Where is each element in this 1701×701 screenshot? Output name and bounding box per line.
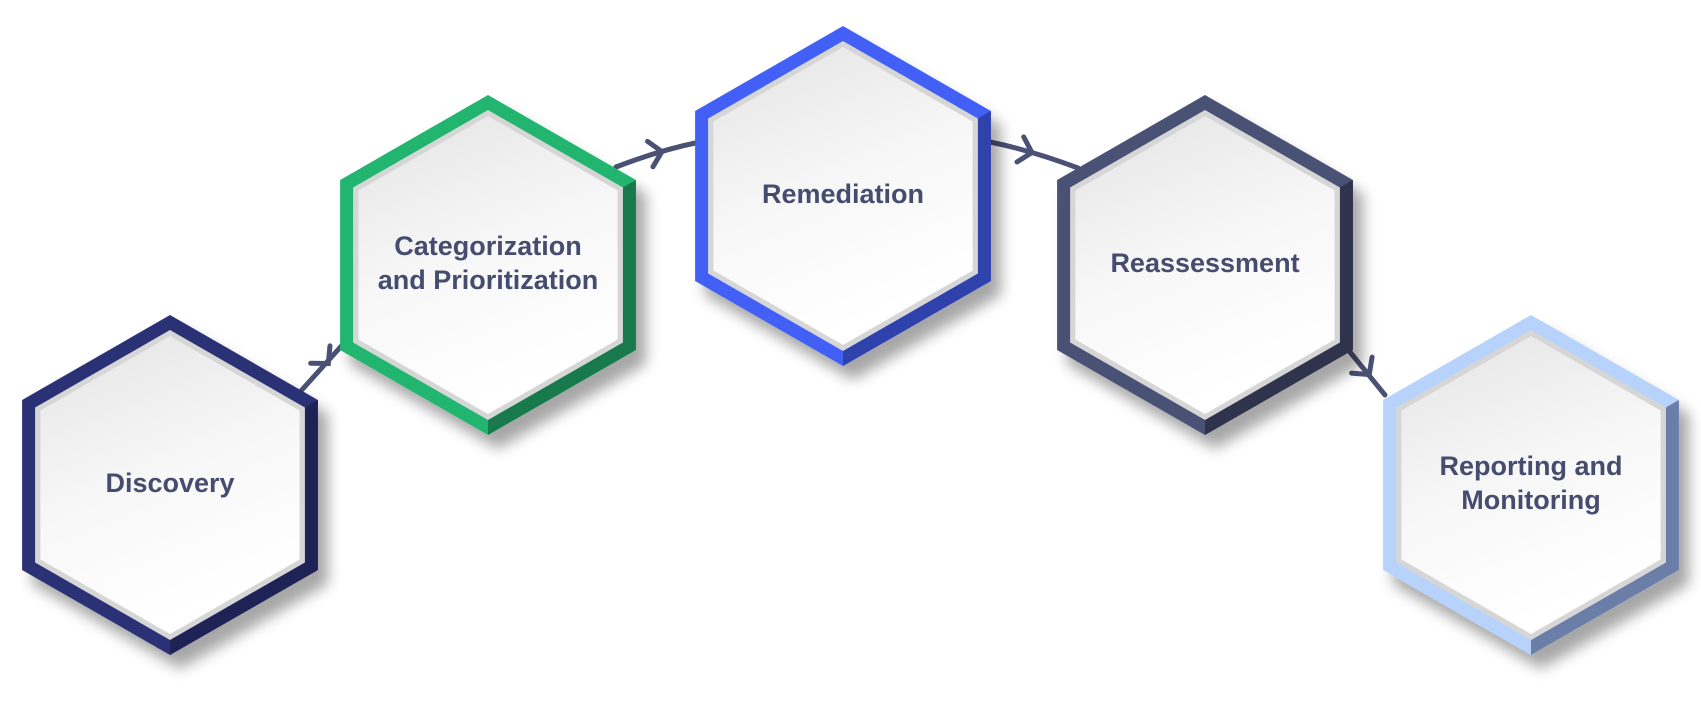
- arrow-icon: [308, 343, 333, 367]
- step-label-line: Discovery: [105, 468, 234, 498]
- hexagon-face: [1075, 116, 1335, 414]
- step-label-line: Monitoring: [1461, 485, 1600, 515]
- hexagon-face: [1401, 336, 1661, 634]
- step-label: Categorization and Prioritization: [378, 231, 599, 295]
- steps: Discovery Categorization and Prioritizatio…: [22, 26, 1679, 655]
- hexagon-face: [358, 116, 618, 414]
- connector-remediation-to-reassessment: [987, 134, 1081, 171]
- hexagon-face: [713, 47, 973, 345]
- connector-categorization-to-remediation: [613, 138, 703, 170]
- step-remediation: Remediation: [695, 26, 991, 366]
- step-label: Reassessment: [1110, 248, 1299, 278]
- step-discovery: Discovery: [22, 315, 318, 655]
- connector-line: [987, 139, 1081, 171]
- connector-line: [297, 339, 348, 395]
- step-label-line: Reporting and: [1440, 451, 1623, 481]
- step-label-line: Reassessment: [1110, 248, 1299, 278]
- connector-reassessment-to-reporting: [1347, 349, 1388, 398]
- step-label: Remediation: [762, 179, 924, 209]
- arrow-icon: [1014, 134, 1036, 165]
- step-label-line: and Prioritization: [378, 265, 599, 295]
- arrow-icon: [645, 138, 666, 170]
- step-label: Discovery: [105, 468, 234, 498]
- connector-discovery-to-categorization: [297, 339, 348, 395]
- step-reassessment: Reassessment: [1057, 95, 1353, 435]
- step-label-line: Remediation: [762, 179, 924, 209]
- hexagon-face: [40, 336, 300, 634]
- step-label-line: Categorization: [394, 231, 582, 261]
- step-categorization: Categorization and Prioritization: [340, 95, 636, 435]
- connectors: [297, 134, 1388, 398]
- arrow-icon: [1349, 354, 1375, 378]
